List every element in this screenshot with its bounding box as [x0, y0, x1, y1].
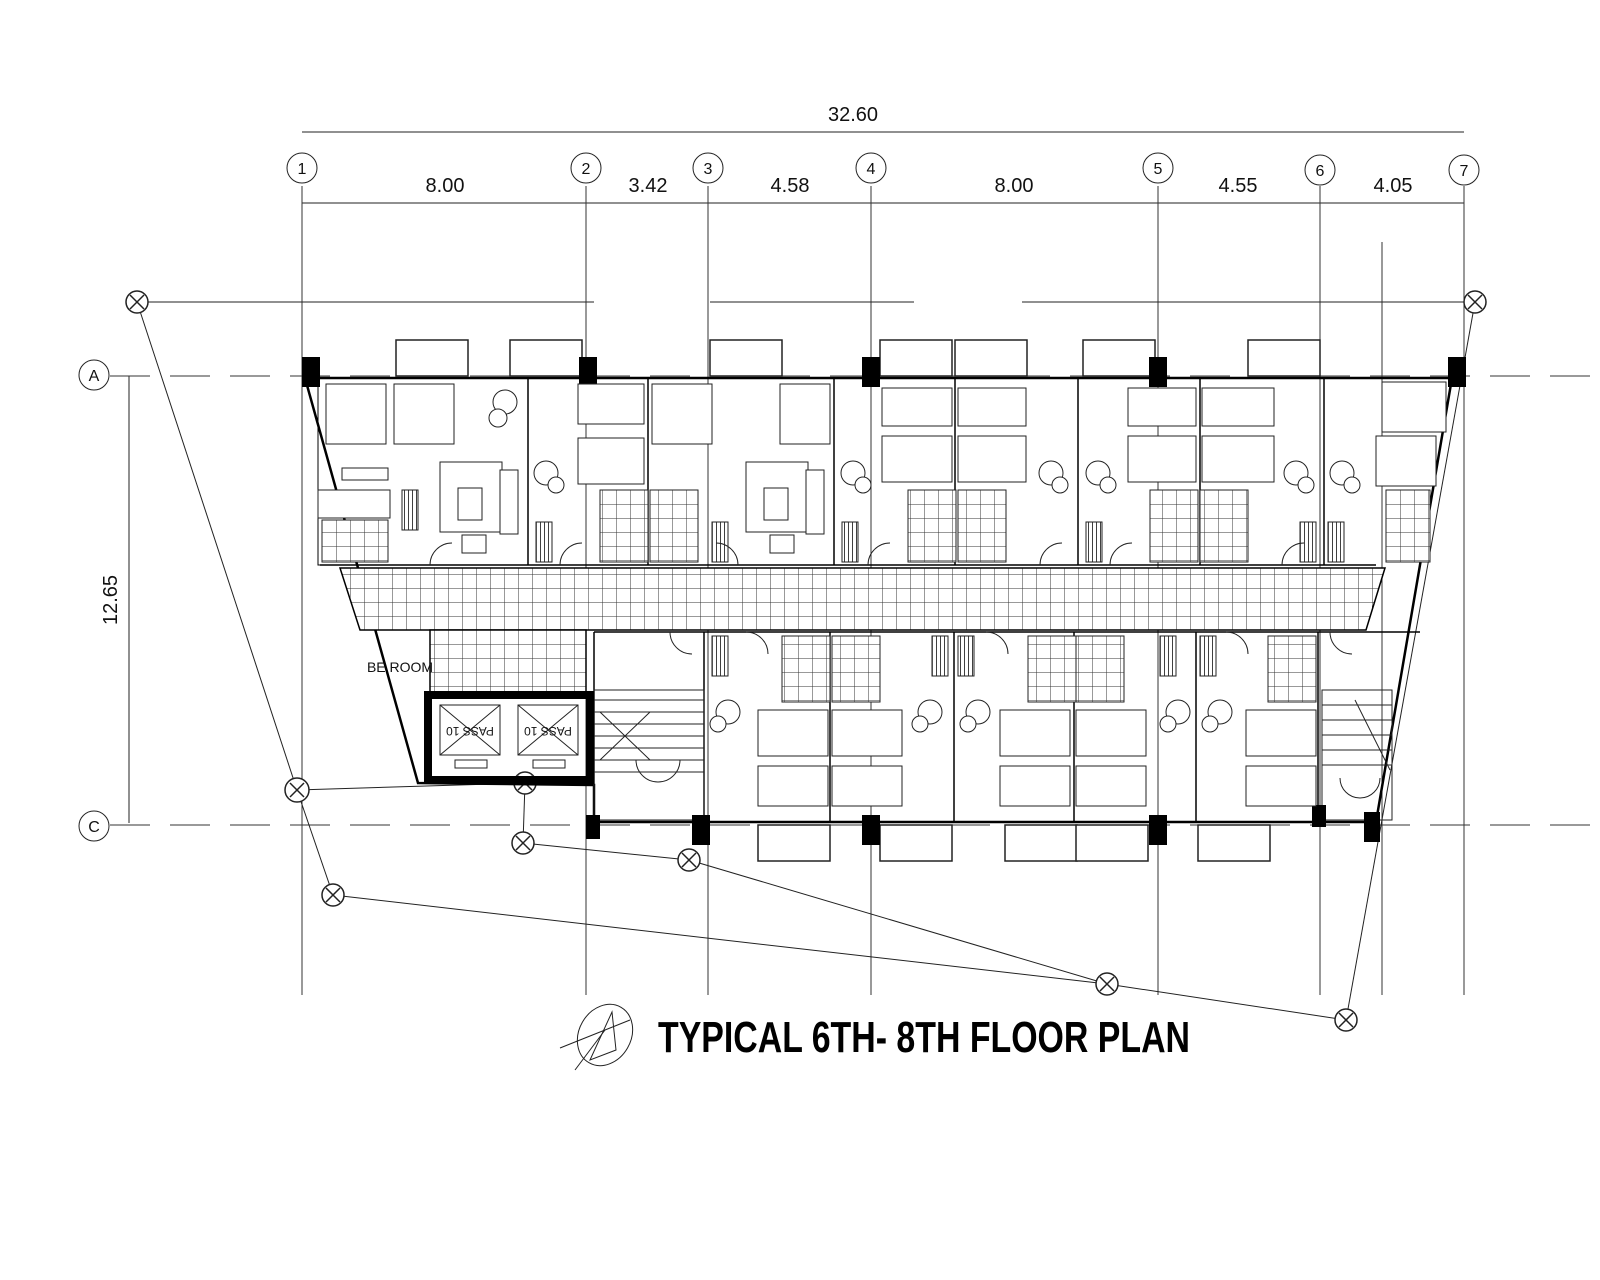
bay-dimension-2-3: 3.42	[629, 175, 668, 197]
column-grid-label-3: 3	[704, 161, 713, 178]
upper-unit-walls	[317, 377, 1376, 566]
bay-dimension-6-7: 4.05	[1374, 175, 1413, 197]
column-grid-bubbles	[286, 152, 1480, 186]
column-grid-label-1: 1	[298, 161, 307, 178]
column-grid-label-7: 7	[1460, 163, 1469, 180]
corridor	[338, 567, 1387, 631]
survey-markers	[125, 290, 1487, 1032]
dimension-lines	[302, 131, 1464, 204]
bay-dimension-4-5: 8.00	[995, 175, 1034, 197]
bay-dimension-5-6: 4.55	[1219, 175, 1258, 197]
row-grid-label-c: C	[88, 819, 100, 836]
structural-columns	[302, 357, 1466, 845]
lift-core	[424, 691, 594, 784]
room-label: BE ROOM	[367, 659, 433, 675]
north-arrow-icon	[559, 1003, 634, 1071]
bay-dimension-1-2: 8.00	[426, 175, 465, 197]
door-swings	[429, 542, 1353, 655]
lobby-tiles	[429, 629, 587, 696]
bathrooms	[321, 489, 1431, 703]
wardrobes	[401, 489, 1345, 677]
balconies	[395, 339, 1321, 862]
overall-depth-dimension: 12.65	[100, 575, 122, 625]
site-boundary-lines	[136, 301, 1476, 1021]
main-stair	[593, 689, 705, 821]
lift-1-label: PASS 10	[446, 724, 494, 738]
lift-2-label: PASS 10	[524, 724, 572, 738]
drawing-title: TYPICAL 6TH- 8TH FLOOR PLAN	[658, 1013, 1190, 1062]
column-grid-label-4: 4	[867, 161, 876, 178]
row-grid-bubbles	[78, 359, 110, 842]
secondary-stair	[1321, 689, 1393, 821]
column-grid-label-6: 6	[1316, 163, 1325, 180]
beds	[325, 381, 1447, 807]
living-furniture	[317, 461, 825, 554]
overall-width-dimension: 32.60	[828, 104, 878, 126]
column-grid-label-5: 5	[1154, 161, 1163, 178]
chairs	[488, 389, 1361, 733]
row-grid-lines	[110, 375, 1600, 826]
column-grid-label-2: 2	[582, 161, 591, 178]
row-grid-label-a: A	[89, 368, 100, 385]
bay-dimension-3-4: 4.58	[771, 175, 810, 197]
